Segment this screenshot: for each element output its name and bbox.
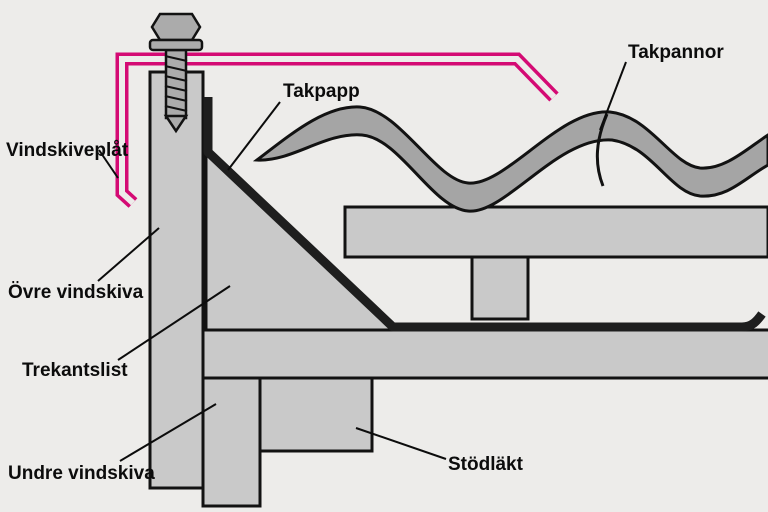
leader-takpannor: [599, 61, 627, 131]
label-takpannor: Takpannor: [628, 42, 724, 63]
label-stodlakt: Stödläkt: [448, 454, 524, 475]
spacer-block-shape: [470, 255, 530, 321]
ovre-vindskiva-shape: [148, 70, 205, 490]
undre-vindskiva-shape: [201, 376, 262, 508]
label-undre-vindskiva: Undre vindskiva: [8, 463, 155, 484]
screw-thread: [164, 55, 188, 62]
screw-thread: [164, 95, 188, 102]
label-takpapp: Takpapp: [283, 81, 360, 102]
leader-stodlakt: [355, 427, 447, 460]
screw-thread: [164, 65, 188, 72]
label-trekantslist: Trekantslist: [22, 360, 128, 381]
takpapp-shape: [203, 97, 766, 332]
tile-batten-shape: [343, 205, 768, 259]
leader-vindskiveplat: [98, 149, 119, 179]
leader-ovre-vindskiva: [97, 227, 160, 282]
screw: [148, 12, 204, 134]
leader-trekantslist: [117, 285, 231, 361]
label-vindskiveplat: Vindskiveplåt: [6, 140, 129, 161]
leader-takpapp: [227, 101, 281, 171]
roof-deck-board-shape: [201, 328, 768, 380]
screw-thread: [164, 85, 188, 92]
stodlakt-shape: [258, 376, 374, 453]
leader-undre-vindskiva: [119, 403, 217, 462]
label-ovre-vindskiva: Övre vindskiva: [8, 282, 144, 303]
screw-tip: [163, 114, 189, 134]
screw-thread: [164, 75, 188, 82]
screw-hex-head: [150, 12, 202, 42]
screw-washer: [148, 38, 204, 52]
screw-thread: [164, 105, 188, 112]
vindskiveplat-shape-inner: [119, 56, 557, 206]
